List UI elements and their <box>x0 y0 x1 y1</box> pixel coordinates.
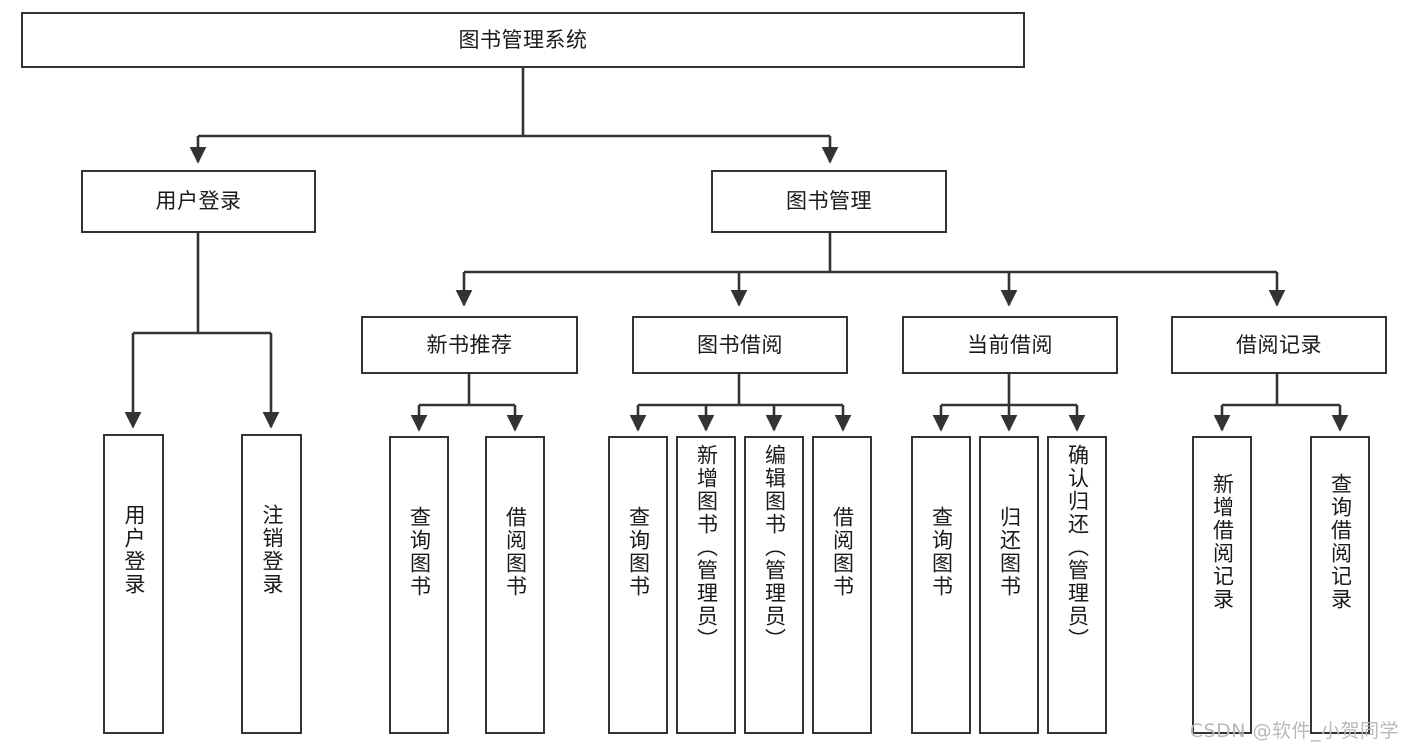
node-leaf-add-book[interactable]: 新增图书（管理员） <box>676 436 736 734</box>
node-root[interactable]: 图书管理系统 <box>21 12 1025 68</box>
node-leaf-edit-book[interactable]: 编辑图书（管理员） <box>744 436 804 734</box>
node-leaf-borrow-book-2-label: 借阅图书 <box>830 506 855 598</box>
node-leaf-query-book-1-label: 查询图书 <box>407 506 432 598</box>
node-user-login-label: 用户登录 <box>155 189 242 214</box>
node-leaf-confirm-return[interactable]: 确认归还（管理员） <box>1047 436 1107 734</box>
node-leaf-add-record[interactable]: 新增借阅记录 <box>1192 436 1252 734</box>
node-leaf-user-login[interactable]: 用户登录 <box>103 434 164 734</box>
node-leaf-borrow-book-2[interactable]: 借阅图书 <box>812 436 872 734</box>
node-leaf-query-book-2[interactable]: 查询图书 <box>608 436 668 734</box>
node-leaf-query-book-1[interactable]: 查询图书 <box>389 436 449 734</box>
node-leaf-return-book-label: 归还图书 <box>997 506 1022 598</box>
node-leaf-query-record[interactable]: 查询借阅记录 <box>1310 436 1370 734</box>
node-current-borrow[interactable]: 当前借阅 <box>902 316 1118 374</box>
node-leaf-query-record-label: 查询借阅记录 <box>1328 473 1353 611</box>
node-leaf-logout[interactable]: 注销登录 <box>241 434 302 734</box>
node-leaf-borrow-book-1[interactable]: 借阅图书 <box>485 436 545 734</box>
csdn-watermark: CSDN @软件_小贺同学 <box>1189 720 1399 742</box>
node-leaf-borrow-book-1-label: 借阅图书 <box>503 506 528 598</box>
node-leaf-query-book-3[interactable]: 查询图书 <box>911 436 971 734</box>
node-book-manage-label: 图书管理 <box>786 189 872 214</box>
node-leaf-add-record-label: 新增借阅记录 <box>1210 473 1235 611</box>
node-leaf-logout-label: 注销登录 <box>260 504 284 596</box>
node-current-borrow-label: 当前借阅 <box>967 332 1053 357</box>
node-book-borrow-label: 图书借阅 <box>697 332 783 357</box>
node-new-book-recommend-label: 新书推荐 <box>426 332 513 357</box>
node-borrow-record[interactable]: 借阅记录 <box>1171 316 1387 374</box>
node-user-login[interactable]: 用户登录 <box>81 170 316 233</box>
node-leaf-confirm-return-label: 确认归还（管理员） <box>1065 444 1090 651</box>
node-leaf-return-book[interactable]: 归还图书 <box>979 436 1039 734</box>
node-leaf-query-book-2-label: 查询图书 <box>626 506 651 598</box>
node-leaf-user-login-label: 用户登录 <box>122 504 146 596</box>
node-borrow-record-label: 借阅记录 <box>1236 332 1322 357</box>
node-root-label: 图书管理系统 <box>458 27 588 52</box>
node-book-borrow[interactable]: 图书借阅 <box>632 316 848 374</box>
node-book-manage[interactable]: 图书管理 <box>711 170 947 233</box>
node-new-book-recommend[interactable]: 新书推荐 <box>361 316 578 374</box>
node-leaf-edit-book-label: 编辑图书（管理员） <box>762 444 787 651</box>
node-leaf-query-book-3-label: 查询图书 <box>929 506 954 598</box>
node-leaf-add-book-label: 新增图书（管理员） <box>694 444 719 651</box>
